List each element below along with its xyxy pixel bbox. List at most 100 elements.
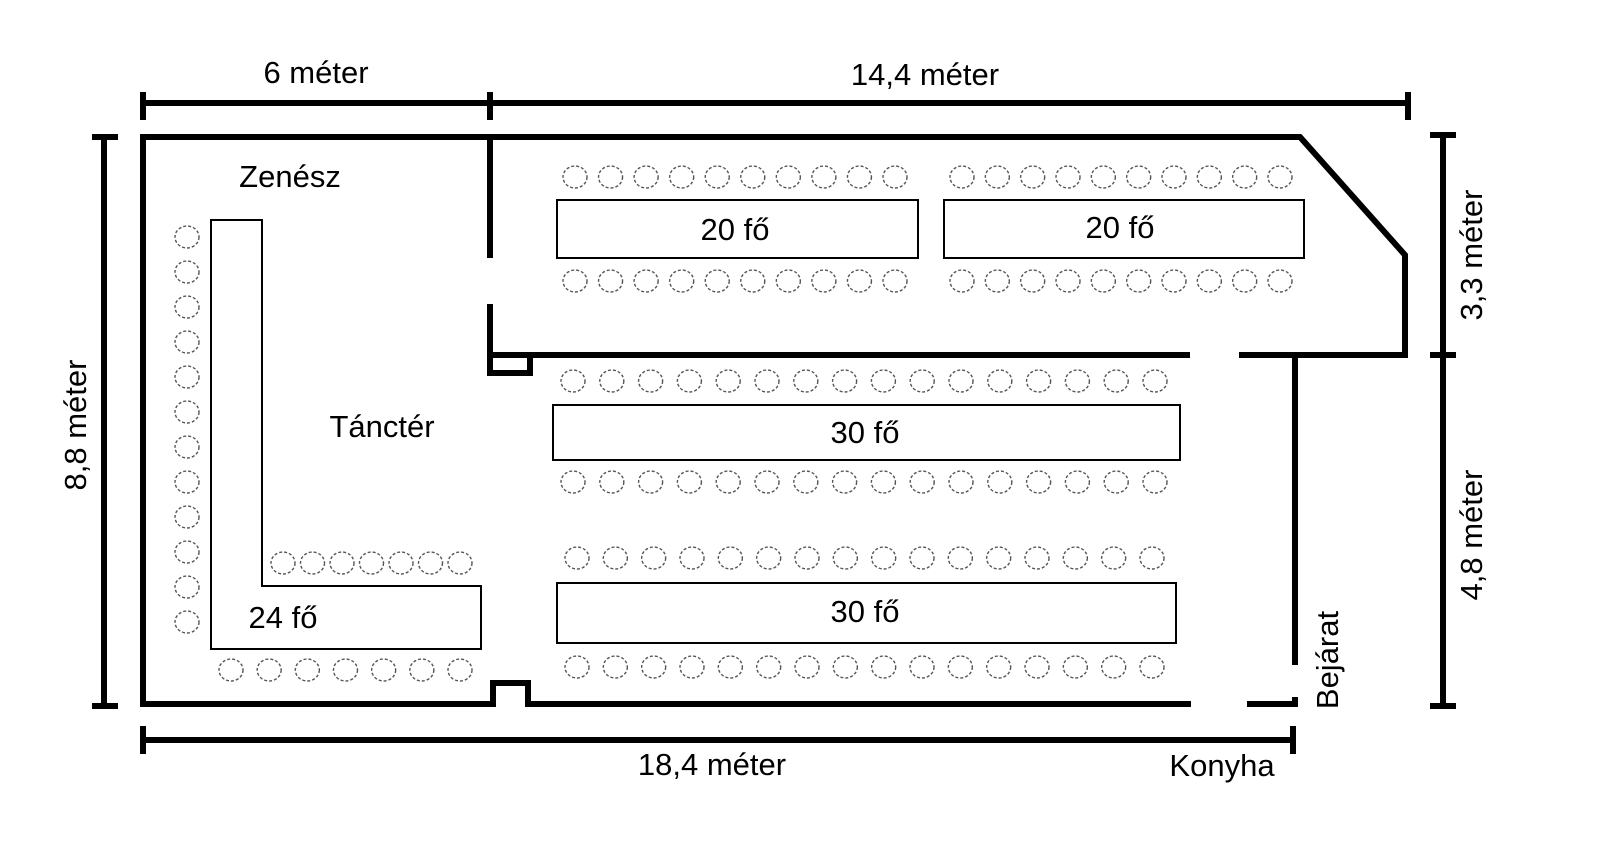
chair-icon (1142, 470, 1168, 494)
chair-icon (564, 546, 590, 570)
chair-icon (668, 269, 695, 293)
table-bottom (556, 582, 1177, 644)
chair-icon (633, 269, 659, 293)
chair-icon (409, 658, 435, 682)
chair-icon (1103, 369, 1129, 393)
chair-icon (704, 269, 730, 293)
table-label: 30 fő (831, 415, 900, 450)
chair-icon (1142, 369, 1168, 393)
chair-icon (1024, 655, 1050, 679)
table-top-left (556, 199, 919, 259)
chair-icon (329, 551, 355, 575)
chair-icon (948, 470, 974, 494)
chair-icon (1231, 165, 1258, 189)
chair-icon (560, 369, 586, 393)
chair-icon (740, 165, 766, 189)
chair-icon (1125, 165, 1152, 189)
dimension-top-right: 14,4 méter (490, 57, 1411, 120)
chair-icon (1267, 269, 1293, 293)
chair-icon (332, 658, 359, 682)
chair-icon (1024, 546, 1050, 570)
chair-icon (256, 658, 282, 682)
chair-icon (740, 269, 766, 293)
chair-icon (1064, 470, 1091, 494)
table-label: 30 fő (831, 594, 900, 629)
chair-icon (564, 655, 590, 679)
chair-icon (174, 505, 200, 529)
chair-icon (794, 546, 820, 570)
chair-icon (882, 165, 908, 189)
chair-icon (174, 225, 200, 249)
chair-icon (1019, 269, 1046, 293)
chair-icon (676, 470, 703, 494)
chair-icon (1139, 655, 1165, 679)
chair-icon (755, 546, 782, 570)
chair-icon (358, 551, 385, 575)
chair-icon (174, 610, 200, 634)
chair-icon (717, 546, 744, 570)
chair-icon (1019, 165, 1046, 189)
chair-icon (949, 165, 975, 189)
dance-floor-label: Tánctér (329, 409, 434, 444)
chair-icon (717, 655, 744, 679)
table-label: 20 fő (1086, 210, 1155, 245)
entrance-label: Bejárat (1310, 611, 1345, 710)
chair-icon (1103, 470, 1129, 494)
chair-icon (811, 269, 837, 293)
chair-icon (1196, 165, 1223, 189)
chair-icon (174, 435, 200, 459)
chair-icon (218, 658, 244, 682)
chair-icon (602, 655, 629, 679)
chair-icon (987, 470, 1013, 494)
chair-icon (909, 369, 935, 393)
chair-icon (948, 369, 974, 393)
chair-icon (1139, 546, 1165, 570)
chair-icon (599, 369, 625, 393)
chair-icon (811, 165, 837, 189)
dimension-top-left: 6 méter (140, 55, 493, 120)
chair-icon (676, 369, 703, 393)
dimension-left: 8,8 méter (58, 134, 118, 709)
table-label: 20 fő (701, 212, 770, 247)
chair-icon (602, 546, 629, 570)
dimension-label-3-3m: 3,3 méter (1454, 190, 1489, 321)
chair-icon (174, 400, 200, 424)
chair-icon (562, 269, 588, 293)
chair-icon (870, 369, 897, 393)
chair-icon (1025, 470, 1052, 494)
chair-icon (909, 470, 935, 494)
chair-icon (1196, 269, 1223, 293)
chair-icon (447, 658, 473, 682)
chair-icon (755, 655, 782, 679)
chair-icon (909, 546, 935, 570)
chair-icon (1062, 546, 1089, 570)
chair-icon (1025, 369, 1052, 393)
table-label: 24 fő (249, 600, 318, 635)
chair-icon (294, 658, 321, 682)
chair-icon (640, 655, 667, 679)
chair-icon (870, 546, 897, 570)
table-middle (552, 404, 1181, 461)
chair-icon (597, 165, 624, 189)
chair-icon (174, 540, 200, 564)
table-l-shape (210, 219, 482, 650)
chair-icon (870, 470, 897, 494)
chair-icon (417, 551, 444, 575)
chair-icon (947, 655, 974, 679)
chair-icon (174, 575, 200, 599)
chair-icon (174, 365, 200, 389)
chair-icon (793, 470, 819, 494)
chair-icon (1055, 165, 1081, 189)
chair-icon (174, 260, 200, 284)
chair-icon (947, 546, 974, 570)
walls (140, 134, 1408, 707)
chair-icon (984, 165, 1011, 189)
chair-icon (640, 546, 667, 570)
chair-icon (949, 269, 975, 293)
chair-icon (1161, 165, 1187, 189)
chair-icon (985, 655, 1012, 679)
chair-icon (832, 655, 859, 679)
chair-icon (870, 655, 897, 679)
chair-icon (388, 551, 414, 575)
